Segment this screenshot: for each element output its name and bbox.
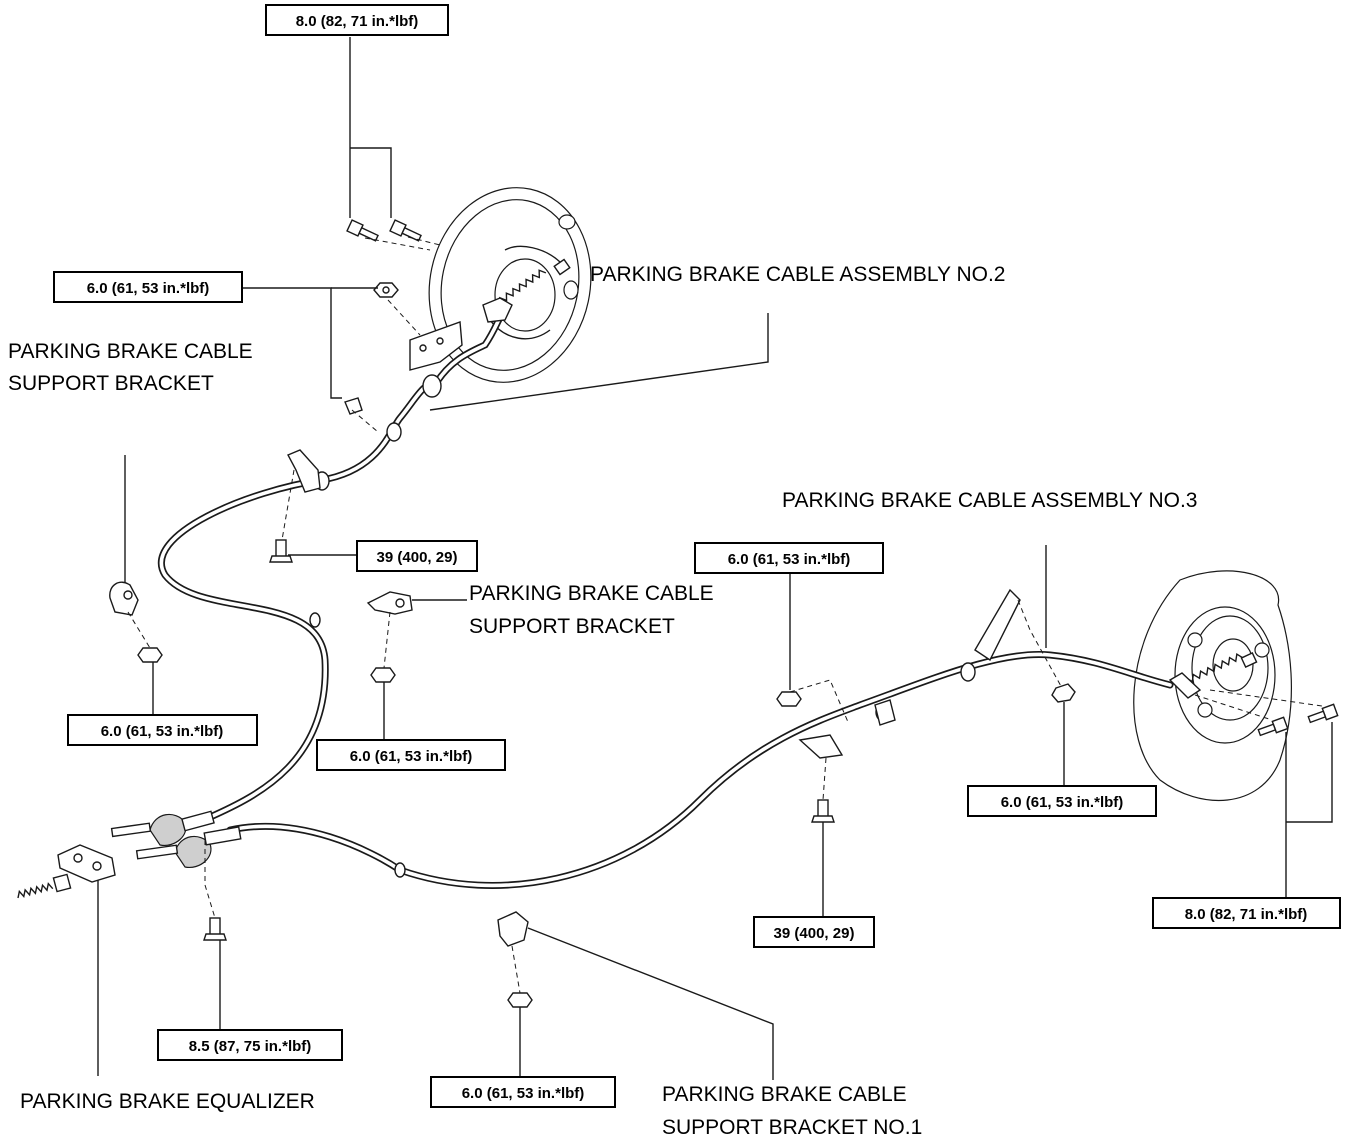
label-bracket-no1-line2: SUPPORT BRACKET NO.1: [662, 1116, 922, 1139]
mid-support-bracket: [366, 591, 413, 615]
cable-assembly-no3: [226, 650, 1174, 889]
label-bracket-left-line1: PARKING BRAKE CABLE: [8, 340, 253, 363]
right-nut-b: [1051, 683, 1076, 703]
torque-box-right-nut-a: 6.0 (61, 53 in.*lbf): [694, 542, 884, 574]
right-cable-spring: [1184, 652, 1258, 686]
torque-text-right-bolts: 8.0 (82, 71 in.*lbf): [1185, 906, 1308, 923]
left-support-bracket-clamp: [109, 581, 139, 616]
right-nut-a: [776, 691, 802, 707]
parking-brake-equalizer: [57, 844, 116, 883]
torque-text-top-bolts: 8.0 (82, 71 in.*lbf): [296, 13, 419, 30]
left-bracket-nut: [137, 647, 163, 663]
bolt-39-left: [269, 539, 293, 563]
torque-text-bolt-39-right: 39 (400, 29): [774, 925, 855, 942]
torque-box-right-nut-b: 6.0 (61, 53 in.*lbf): [967, 785, 1157, 817]
torque-box-top-bolts: 8.0 (82, 71 in.*lbf): [265, 4, 449, 36]
label-equalizer: PARKING BRAKE EQUALIZER: [20, 1090, 315, 1113]
label-bracket-left-line2: SUPPORT BRACKET: [8, 372, 214, 395]
torque-box-equalizer: 8.5 (87, 75 in.*lbf): [157, 1029, 343, 1061]
cable-no3-plate-bracket: [974, 588, 1202, 699]
label-cable-no2: PARKING BRAKE CABLE ASSEMBLY NO.2: [590, 263, 1006, 286]
torque-text-bottom-nut: 6.0 (61, 53 in.*lbf): [462, 1085, 585, 1102]
cable-no2-body-bracket: [287, 449, 321, 493]
torque-box-left-nut: 6.0 (61, 53 in.*lbf): [53, 271, 243, 303]
torque-text-mid-bracket: 6.0 (61, 53 in.*lbf): [350, 748, 473, 765]
assembly-guide-lines: [127, 236, 1323, 994]
right-bolts: [1257, 703, 1339, 737]
leader-lines: [97, 37, 1333, 1080]
left-nut: [373, 282, 399, 298]
torque-box-mid-bracket: 6.0 (61, 53 in.*lbf): [316, 739, 506, 771]
support-bracket-no1: [497, 911, 529, 947]
torque-text-left-bracket: 6.0 (61, 53 in.*lbf): [101, 723, 224, 740]
torque-box-bolt-39-left: 39 (400, 29): [356, 540, 478, 572]
torque-box-bolt-39-right: 39 (400, 29): [753, 916, 875, 948]
label-bracket-mid-line2: SUPPORT BRACKET: [469, 615, 675, 638]
label-bracket-mid-line1: PARKING BRAKE CABLE: [469, 582, 714, 605]
torque-text-bolt-39-left: 39 (400, 29): [377, 549, 458, 566]
label-bracket-no1-line1: PARKING BRAKE CABLE: [662, 1083, 907, 1106]
top-bolts: [346, 219, 422, 242]
mid-bracket-nut: [370, 667, 396, 683]
bottom-nut: [507, 992, 533, 1008]
torque-text-right-nut-b: 6.0 (61, 53 in.*lbf): [1001, 794, 1124, 811]
right-brake-backing-plate: [1133, 570, 1292, 802]
cable-no3-mid-bracket: [798, 699, 896, 759]
torque-text-right-nut-a: 6.0 (61, 53 in.*lbf): [728, 551, 851, 568]
nut-bracket-no2: [344, 397, 363, 415]
equalizer-adjuster-bolt: [17, 873, 72, 899]
left-brake-backing-plate: [428, 187, 592, 383]
torque-box-left-bracket: 6.0 (61, 53 in.*lbf): [67, 714, 258, 746]
equalizer-assembly: [110, 810, 242, 869]
bolt-39-right: [811, 799, 835, 823]
torque-text-equalizer: 8.5 (87, 75 in.*lbf): [189, 1038, 312, 1055]
left-cable-spring: [499, 258, 571, 306]
torque-box-right-bolts: 8.0 (82, 71 in.*lbf): [1152, 897, 1341, 929]
equalizer-bolt: [203, 917, 227, 941]
label-cable-no3: PARKING BRAKE CABLE ASSEMBLY NO.3: [782, 489, 1198, 512]
cable-no2-plate-bracket: [409, 297, 513, 371]
torque-text-left-nut: 6.0 (61, 53 in.*lbf): [87, 280, 210, 297]
torque-box-bottom-nut: 6.0 (61, 53 in.*lbf): [430, 1076, 616, 1108]
